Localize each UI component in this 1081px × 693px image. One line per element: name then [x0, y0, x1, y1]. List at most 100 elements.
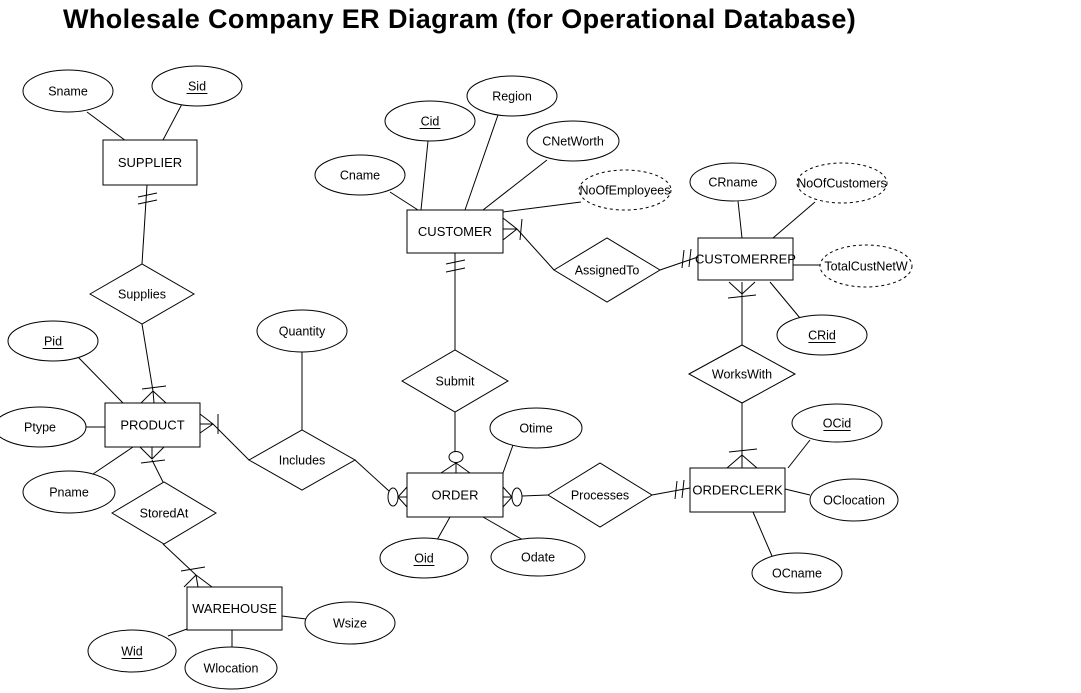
- supplier-supplies-line: [141, 184, 148, 265]
- attribute-pname-label: Pname: [49, 486, 89, 500]
- crow-prong: [183, 574, 197, 588]
- crow-prong: [502, 217, 518, 230]
- includes-order-line: [354, 459, 390, 492]
- relationship-processes: [547, 462, 653, 528]
- one-tick: [137, 199, 158, 205]
- attribute-oid-label: Oid: [414, 552, 434, 566]
- noofemployees-customer-line: [502, 201, 582, 213]
- one-tick: [688, 248, 692, 268]
- one-tick: [681, 249, 685, 269]
- relationship-includes: [247, 429, 357, 491]
- one-tick: [180, 566, 206, 572]
- diagram-title: Wholesale Company ER Diagram (for Operat…: [63, 4, 857, 34]
- crow-prong: [152, 390, 167, 404]
- attribute-noofemployees-label: NoOfEmployees: [579, 184, 670, 198]
- entity-product: [104, 402, 201, 448]
- entity-customer: [406, 209, 504, 254]
- crow-prong: [397, 496, 408, 508]
- crow-prong: [502, 486, 513, 498]
- entity-orderclerk: [689, 467, 786, 513]
- attribute-cid-label: Cid: [421, 115, 440, 129]
- one-tick: [681, 479, 685, 499]
- relationship-storedat: [111, 481, 217, 545]
- attribute-pid-label: Pid: [44, 335, 62, 349]
- crow-prong: [728, 281, 743, 295]
- attribute-totalcustnetw-label: TotalCustNetW: [824, 260, 908, 274]
- ocid-orderclerk-line: [787, 439, 811, 469]
- attribute-ocid-label: OCid: [823, 417, 852, 431]
- sid-supplier-line: [162, 103, 183, 141]
- crow-prong: [455, 462, 471, 474]
- assignedto-customerrep-line: [659, 256, 699, 271]
- attribute-oclocation-label: OClocation: [823, 494, 885, 508]
- attribute-wlocation: [184, 646, 278, 690]
- one-tick: [445, 259, 466, 265]
- crname-customerrep-line: [737, 200, 743, 239]
- relationship-submit-label: Submit: [436, 375, 475, 389]
- customer-assignedto-line: [516, 228, 555, 271]
- zero-circle: [511, 487, 523, 507]
- crow-prong: [502, 496, 513, 508]
- attribute-ptype-label: Ptype: [24, 421, 56, 435]
- attribute-odate: [490, 537, 586, 577]
- crow-prong: [741, 281, 756, 295]
- product-includes-line: [212, 423, 250, 461]
- attribute-wid-label: Wid: [121, 645, 143, 659]
- attribute-cid: [384, 100, 476, 142]
- attribute-crname-label: CRname: [708, 176, 757, 190]
- attribute-crname: [689, 162, 777, 202]
- attribute-sid-label: Sid: [188, 80, 206, 94]
- pname-product-line: [92, 446, 134, 475]
- entity-warehouse-label: WAREHOUSE: [192, 601, 277, 616]
- crow-prong: [151, 446, 165, 460]
- entity-customer-label: CUSTOMER: [418, 224, 492, 239]
- entity-supplier-label: SUPPLIER: [118, 155, 182, 170]
- attribute-otime: [489, 407, 583, 449]
- otime-order-line: [502, 444, 514, 474]
- attribute-totalcustnetw: [819, 244, 913, 288]
- attribute-quantity: [256, 309, 348, 353]
- relationship-supplies-label: Supplies: [118, 288, 166, 302]
- attribute-crid: [776, 314, 868, 356]
- crow-prong: [726, 454, 743, 469]
- attribute-pname: [22, 470, 116, 514]
- relationship-supplies: [88, 263, 196, 325]
- relationship-assignedto-label: AssignedTo: [575, 264, 640, 278]
- wid-warehouse-line: [167, 628, 188, 637]
- attribute-region-label: Region: [492, 90, 532, 104]
- crow-prong: [139, 446, 153, 460]
- odate-order-line: [482, 516, 524, 541]
- one-tick: [137, 192, 158, 198]
- attribute-ocid: [791, 403, 883, 443]
- cnetworth-customer-line: [482, 159, 548, 211]
- attribute-sid: [151, 65, 243, 107]
- attribute-noofcustomers-label: NoOfCustomers: [797, 177, 887, 191]
- relationship-assignedto: [553, 237, 661, 303]
- entity-order: [406, 472, 504, 518]
- relationship-workswith-label: WorksWith: [712, 368, 772, 382]
- storedat-warehouse-line: [162, 543, 197, 576]
- relationship-includes-label: Includes: [279, 454, 326, 468]
- crow-prong: [140, 390, 154, 404]
- attribute-noofemployees: [578, 169, 672, 211]
- attribute-oid: [379, 537, 469, 579]
- zero-circle: [387, 487, 399, 507]
- cid-customer-line: [420, 140, 429, 211]
- one-tick: [445, 267, 466, 273]
- attribute-quantity-label: Quantity: [279, 325, 326, 339]
- relationship-submit: [401, 349, 509, 413]
- attribute-cnetworth: [526, 120, 620, 162]
- entity-warehouse: [186, 586, 283, 631]
- attribute-wlocation-label: Wlocation: [204, 662, 259, 676]
- attribute-ocname: [751, 552, 843, 594]
- attribute-odate-label: Odate: [521, 551, 555, 565]
- attribute-otime-label: Otime: [519, 422, 552, 436]
- crow-prong: [741, 454, 758, 469]
- oclocation-orderclerk-line: [784, 488, 811, 496]
- wsize-warehouse-line: [281, 615, 307, 620]
- attribute-sname: [22, 69, 114, 113]
- attribute-crid-label: CRid: [808, 329, 836, 343]
- oid-order-line: [436, 516, 451, 541]
